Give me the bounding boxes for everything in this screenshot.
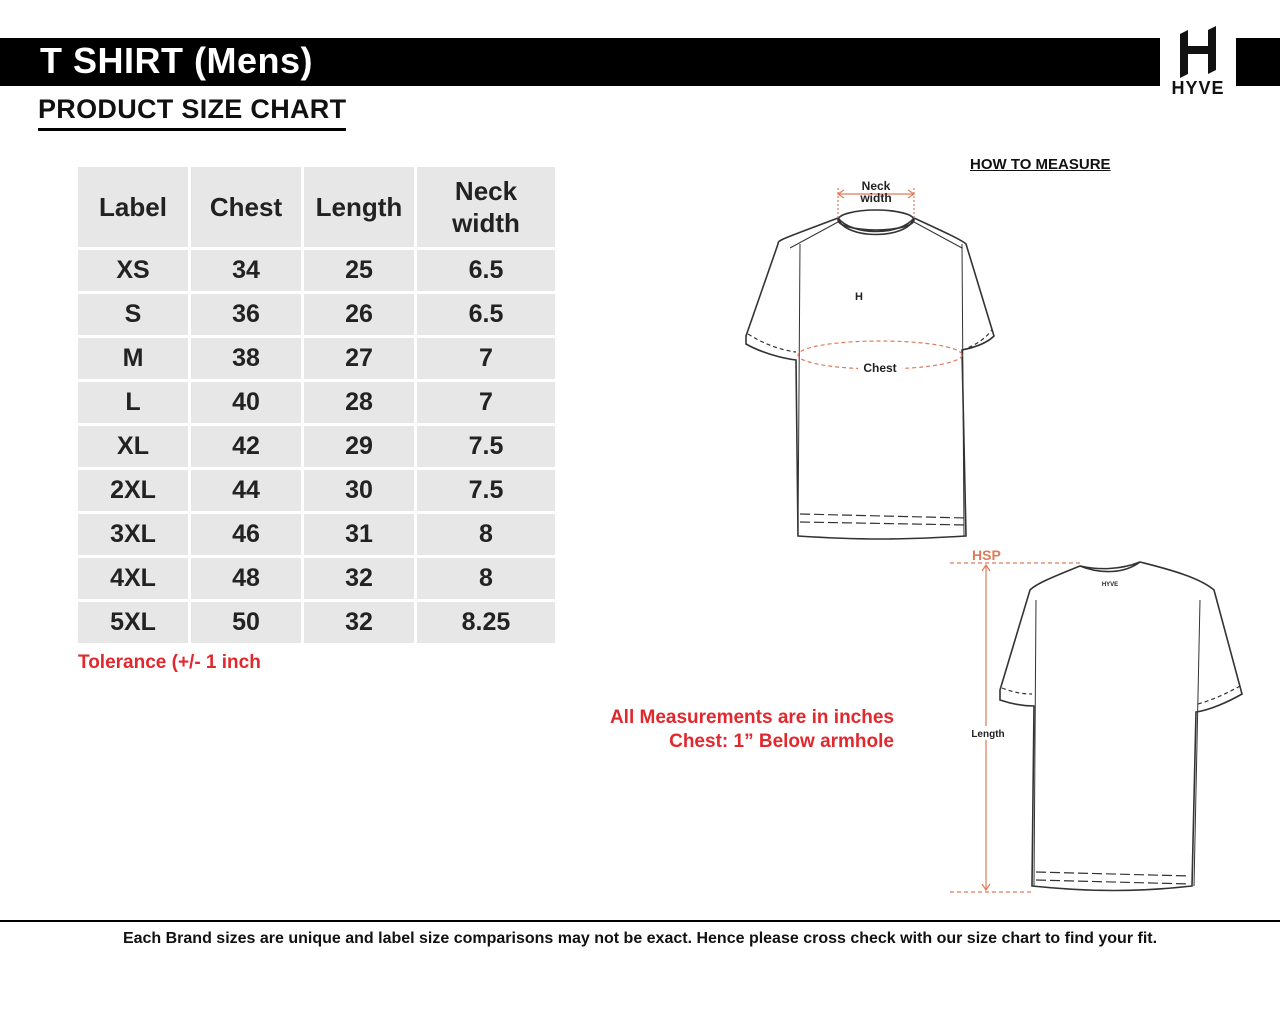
cell-neck-width: 7 <box>417 338 555 379</box>
hsp-label: HSP <box>972 547 1001 563</box>
cell-length: 29 <box>304 426 414 467</box>
cell-chest: 36 <box>191 294 301 335</box>
cell-chest: 50 <box>191 602 301 643</box>
neck-width-measure <box>836 188 916 220</box>
page-title: T SHIRT (Mens) <box>40 40 313 81</box>
cell-label: S <box>78 294 188 335</box>
measurement-unit-note: All Measurements are in inches <box>609 707 894 728</box>
table-row: 5XL 50 32 8.25 <box>78 602 555 643</box>
cell-length: 27 <box>304 338 414 379</box>
cell-length: 25 <box>304 250 414 291</box>
neck-label-line1: Neck <box>862 179 891 193</box>
cell-label: 5XL <box>78 602 188 643</box>
column-header: Label <box>78 167 188 247</box>
back-logo-text: HYVE <box>1102 582 1118 588</box>
cell-neck-width: 7.5 <box>417 470 555 511</box>
table-row: XS 34 25 6.5 <box>78 250 555 291</box>
back-tshirt-illustration <box>999 561 1243 892</box>
cell-neck-width: 8.25 <box>417 602 555 643</box>
table-row: L 40 28 7 <box>78 382 555 423</box>
table-row: M 38 27 7 <box>78 338 555 379</box>
cell-chest: 38 <box>191 338 301 379</box>
cell-neck-width: 6.5 <box>417 294 555 335</box>
footer-divider <box>0 920 1280 922</box>
table-header-row: Label Chest Length Neck width <box>78 167 555 247</box>
page-subtitle: PRODUCT SIZE CHART <box>38 94 347 131</box>
cell-label: 3XL <box>78 514 188 555</box>
cell-chest: 42 <box>191 426 301 467</box>
brand-logo: HYVE <box>1160 26 1236 102</box>
cell-label: XS <box>78 250 188 291</box>
chest-label: Chest <box>863 361 896 375</box>
cell-neck-width: 6.5 <box>417 250 555 291</box>
column-header: Neck width <box>417 167 555 247</box>
front-logo-mark: H <box>855 291 863 303</box>
length-label: Length <box>971 729 1004 740</box>
cell-neck-width: 7 <box>417 382 555 423</box>
cell-length: 32 <box>304 558 414 599</box>
measurement-notes: All Measurements are in inches Chest: 1”… <box>560 706 894 754</box>
cell-label: M <box>78 338 188 379</box>
column-header: Length <box>304 167 414 247</box>
cell-label: 2XL <box>78 470 188 511</box>
table-row: 2XL 44 30 7.5 <box>78 470 555 511</box>
footer-disclaimer: Each Brand sizes are unique and label si… <box>122 930 1158 947</box>
size-table: Label Chest Length Neck width XS 34 25 6… <box>75 164 558 646</box>
cell-label: XL <box>78 426 188 467</box>
table-row: XL 42 29 7.5 <box>78 426 555 467</box>
cell-label: 4XL <box>78 558 188 599</box>
table-row: 3XL 46 31 8 <box>78 514 555 555</box>
how-to-measure-heading: HOW TO MEASURE <box>970 156 1111 173</box>
hyve-logo-icon <box>1180 26 1216 78</box>
cell-neck-width: 8 <box>417 558 555 599</box>
column-header: Chest <box>191 167 301 247</box>
cell-chest: 44 <box>191 470 301 511</box>
cell-neck-width: 8 <box>417 514 555 555</box>
cell-length: 30 <box>304 470 414 511</box>
cell-chest: 48 <box>191 558 301 599</box>
cell-neck-width: 7.5 <box>417 426 555 467</box>
measure-diagram: H Neck width Chest HYVE HSP Length <box>745 179 1243 893</box>
cell-length: 26 <box>304 294 414 335</box>
chest-position-note: Chest: 1” Below armhole <box>669 731 894 752</box>
cell-label: L <box>78 382 188 423</box>
front-tshirt-illustration <box>745 209 995 540</box>
tolerance-note: Tolerance (+/- 1 inch <box>78 652 261 673</box>
table-row: 4XL 48 32 8 <box>78 558 555 599</box>
cell-length: 32 <box>304 602 414 643</box>
cell-chest: 40 <box>191 382 301 423</box>
length-label-backdrop <box>968 726 1008 740</box>
table-row: S 36 26 6.5 <box>78 294 555 335</box>
brand-name: HYVE <box>1171 78 1225 98</box>
chest-label-backdrop <box>858 359 902 375</box>
neck-label-line2: width <box>859 191 891 205</box>
cell-length: 28 <box>304 382 414 423</box>
cell-chest: 34 <box>191 250 301 291</box>
cell-length: 31 <box>304 514 414 555</box>
cell-chest: 46 <box>191 514 301 555</box>
title-bar: T SHIRT (Mens) <box>0 38 1280 86</box>
